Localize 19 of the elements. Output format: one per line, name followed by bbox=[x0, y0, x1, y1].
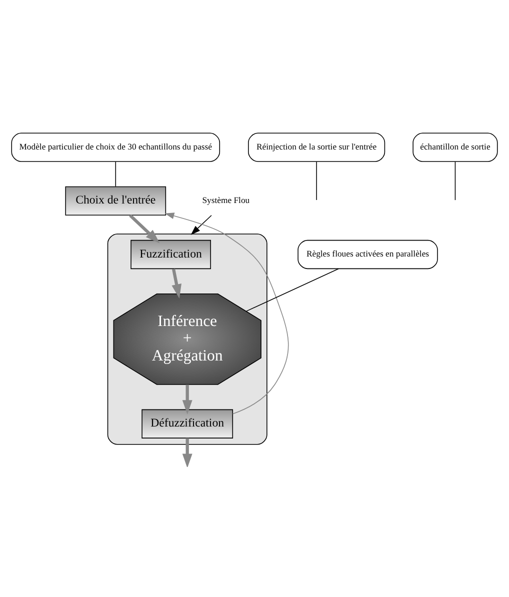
arrow bbox=[182, 438, 192, 467]
node-text: Système Flou bbox=[202, 195, 250, 206]
cluster bbox=[107, 234, 268, 445]
arrow bbox=[164, 212, 289, 414]
arrow bbox=[190, 214, 212, 235]
node-box: Défuzzification bbox=[142, 409, 234, 438]
node-box: Fuzzification bbox=[130, 240, 211, 270]
arrow bbox=[172, 268, 182, 298]
node-box: Modèle particulier de choix de 30 echantillons du passé bbox=[11, 132, 220, 162]
node-box: Règles floues activées en parallèles bbox=[298, 240, 438, 270]
arrow bbox=[129, 214, 160, 244]
connector bbox=[246, 268, 339, 312]
node-box: échantillon de sortie bbox=[412, 132, 498, 162]
node-box: Réinjection de la sortie sur l'entrée bbox=[248, 132, 386, 162]
arrow bbox=[182, 384, 192, 414]
connector bbox=[115, 161, 116, 187]
node-box: Choix de l'entrée bbox=[65, 186, 166, 216]
connector bbox=[454, 161, 456, 200]
connector bbox=[316, 161, 317, 200]
